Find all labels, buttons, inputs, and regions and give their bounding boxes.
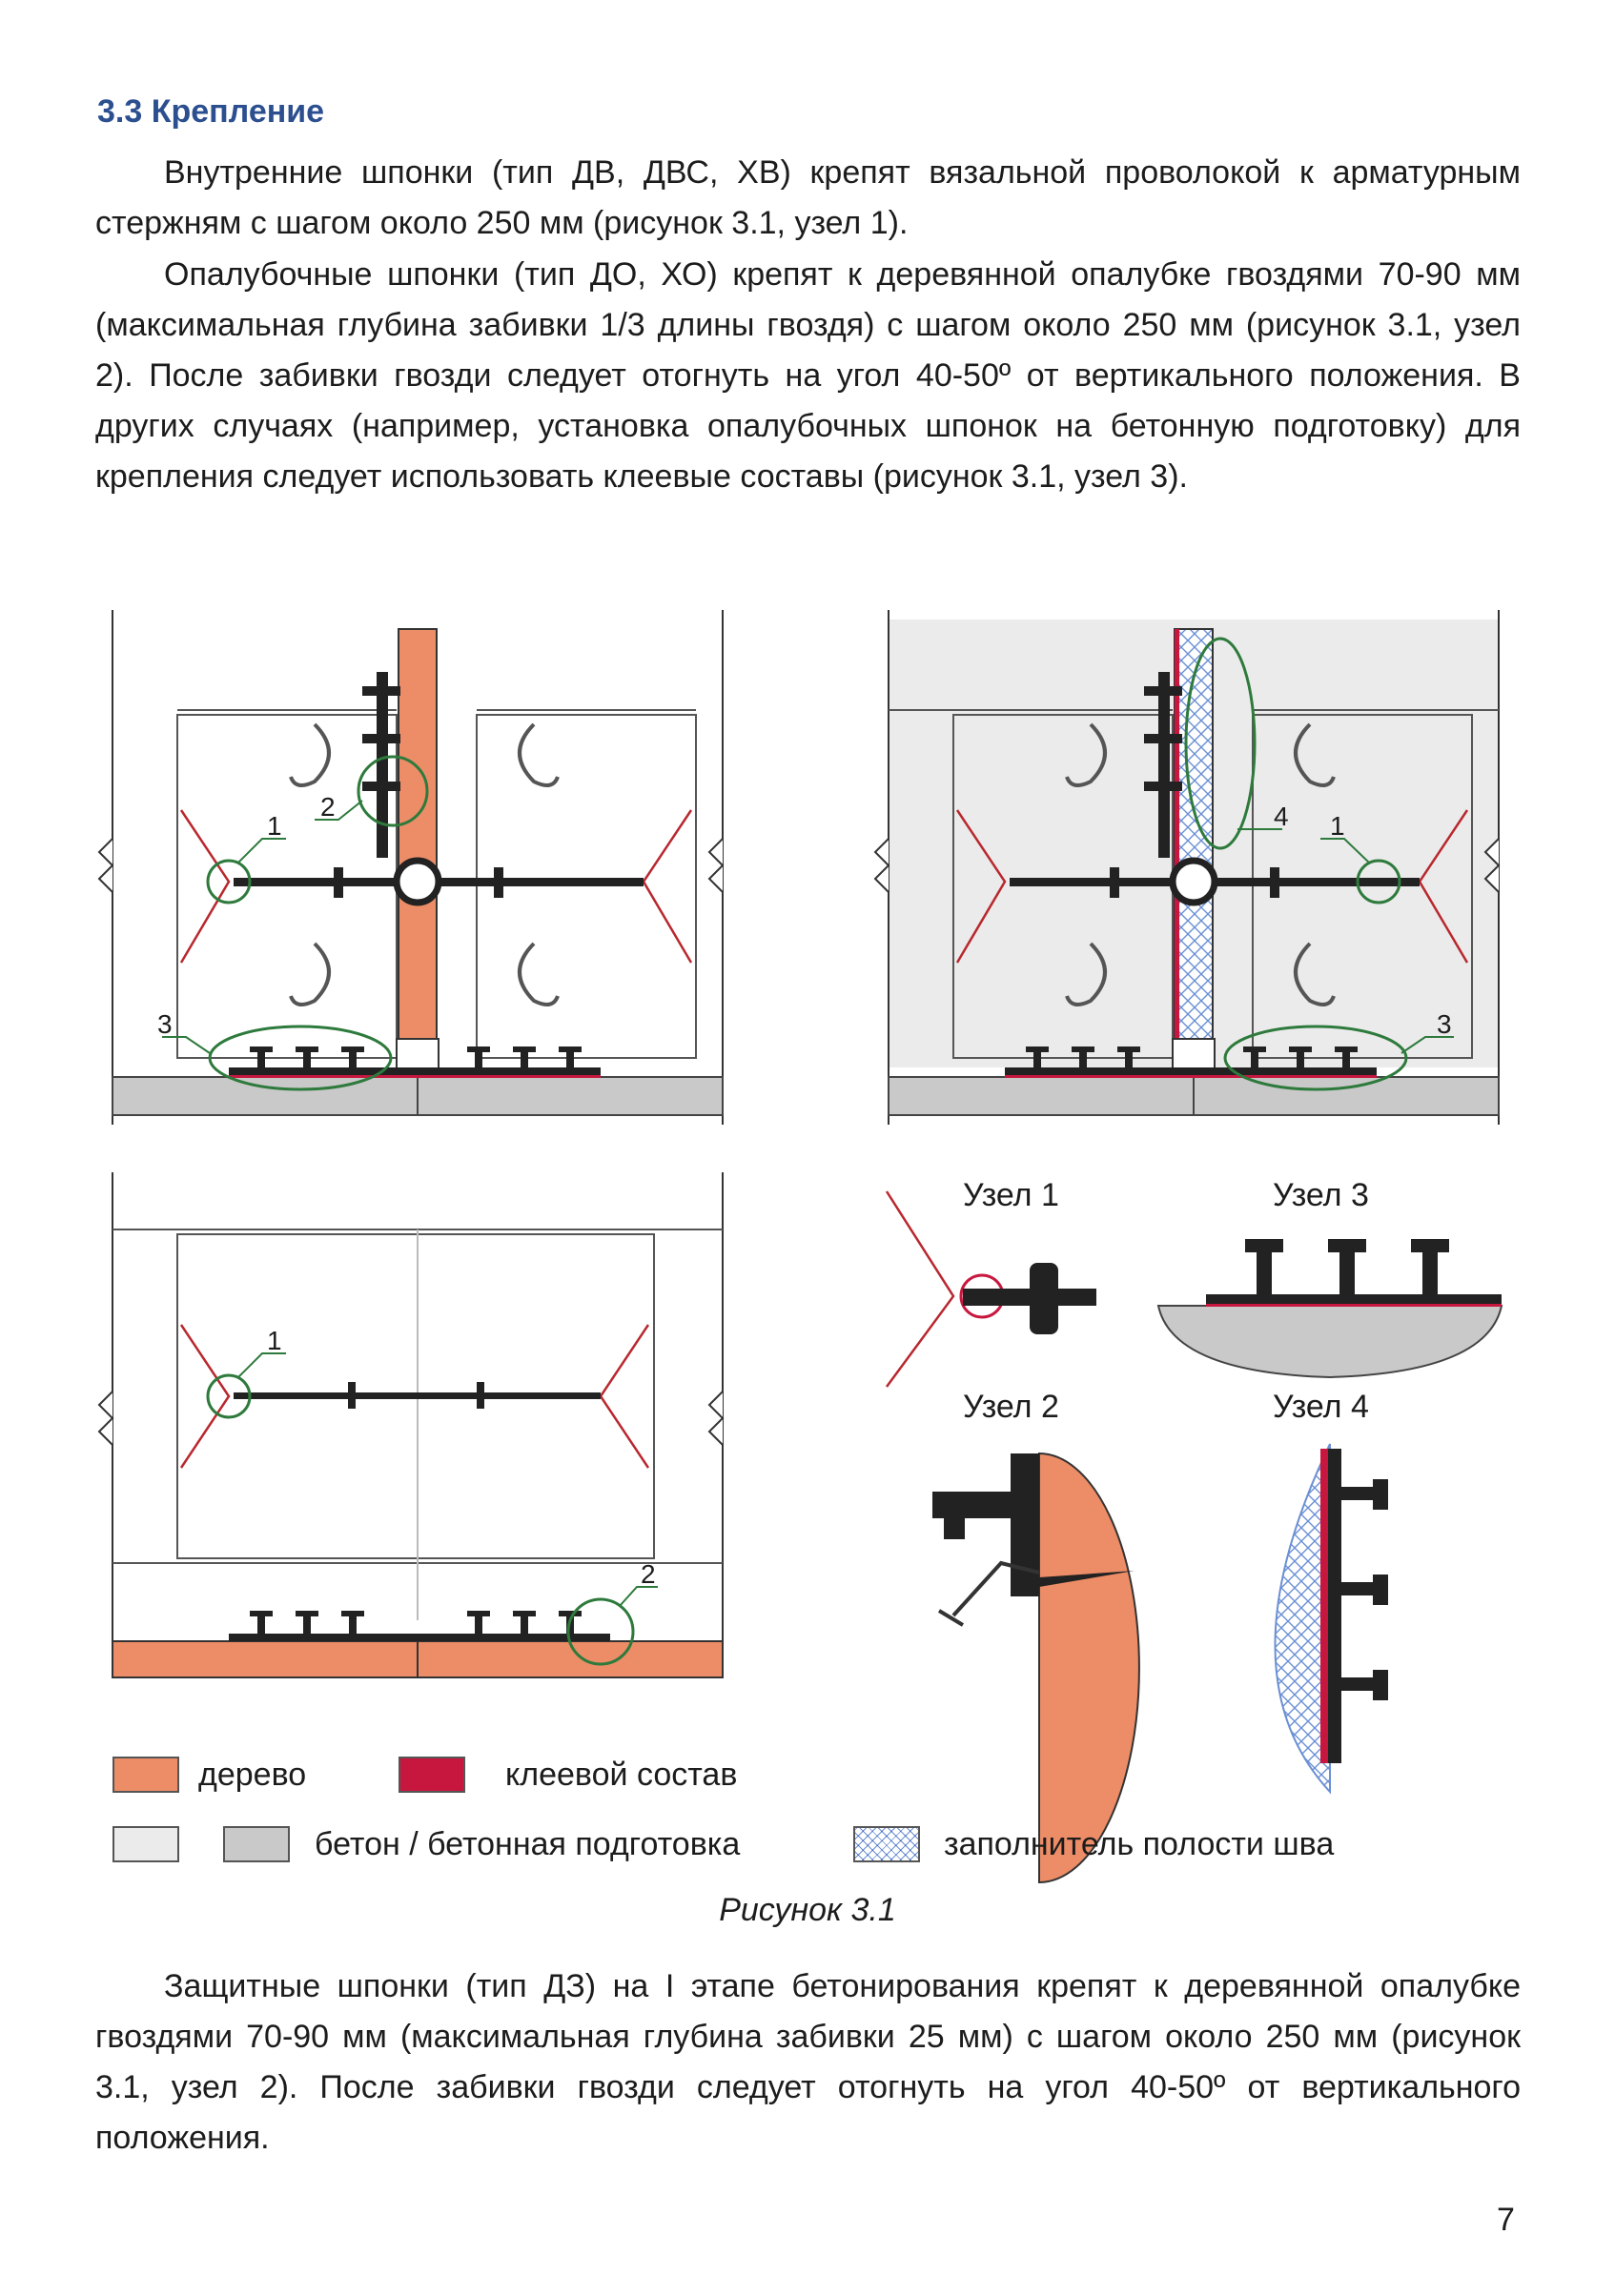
page-number: 7: [1497, 2202, 1515, 2238]
paragraph-protective-waterstops: Защитные шпонки (тип ДЗ) на I этапе бето…: [95, 1968, 1521, 2156]
legend-label-glue: клеевой состав: [505, 1757, 738, 1793]
node-3-title: Узел 3: [1273, 1177, 1369, 1213]
detail-node-2: Узел 2: [932, 1389, 1140, 1884]
legend-swatch-concrete-light: [112, 1826, 179, 1862]
paragraph-internal-waterstops: Внутренние шпонки (тип ДВ, ДВС, ХВ) креп…: [95, 154, 1521, 241]
callout-label-c2: 2: [641, 1559, 656, 1589]
callout-label-a1: 1: [267, 811, 282, 841]
node-2-title: Узел 2: [963, 1389, 1059, 1425]
callout-label-a2: 2: [320, 792, 336, 822]
node-1-title: Узел 1: [963, 1177, 1059, 1213]
panel-top-left-formwork-section: 1 2 3: [97, 610, 725, 1125]
figure-caption: Рисунок 3.1: [719, 1892, 896, 1928]
paragraph-formwork-waterstops: Опалубочные шпонки (тип ДО, ХО) крепят к…: [95, 256, 1521, 495]
callout-label-b1: 1: [1330, 811, 1345, 841]
callout-label-b4: 4: [1274, 802, 1289, 831]
node-4-title: Узел 4: [1273, 1389, 1369, 1425]
legend-label-wood: дерево: [198, 1757, 307, 1793]
legend-label-concrete: бетон / бетонная подготовка: [315, 1826, 741, 1862]
legend-swatch-glue: [399, 1757, 465, 1793]
panel-top-right-concrete-section: 1 4 3: [873, 610, 1501, 1125]
callout-label-a3: 3: [157, 1009, 173, 1039]
detail-node-3: Узел 3: [1156, 1177, 1503, 1379]
legend-swatch-wood: [112, 1757, 179, 1793]
legend-swatch-filler: [853, 1826, 920, 1862]
section-heading: 3.3 Крепление: [97, 93, 325, 130]
panel-bottom-left-protective-section: 1 2: [97, 1172, 725, 1678]
legend-swatch-concrete-dark: [223, 1826, 290, 1862]
callout-label-c1: 1: [267, 1326, 282, 1355]
legend-label-filler: заполнитель полости шва: [944, 1826, 1335, 1862]
callout-label-b3: 3: [1437, 1009, 1452, 1039]
detail-node-4: Узел 4: [1273, 1389, 1388, 1795]
detail-node-1: Узел 1: [885, 1177, 1096, 1388]
